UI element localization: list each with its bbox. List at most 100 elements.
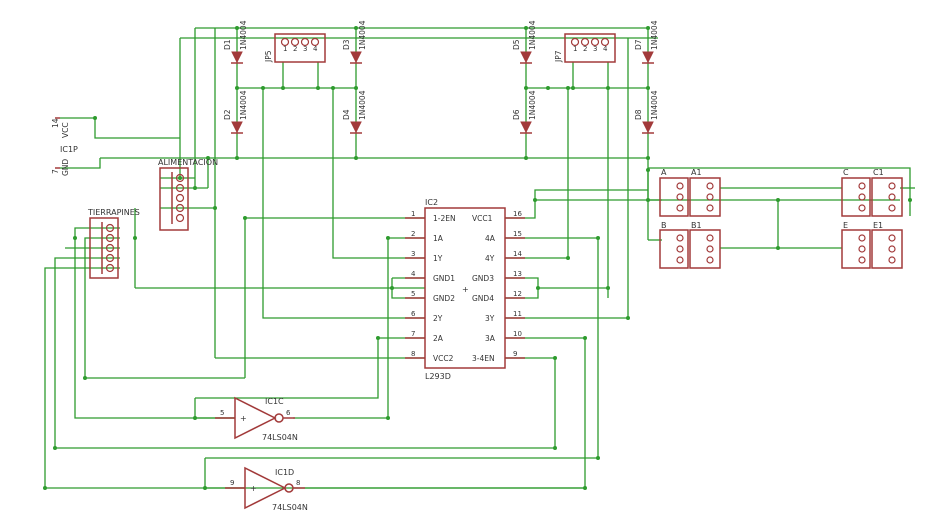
- jp5-pad-num: 1: [283, 45, 287, 53]
- ic2-pin-name: 4A: [485, 234, 496, 243]
- ic2-pin-num: 2: [411, 230, 415, 238]
- ic2-pin-num: 9: [513, 350, 517, 358]
- d3-name: D3: [342, 39, 351, 50]
- ic2-pin-num: 14: [513, 250, 522, 258]
- d4-name: D4: [342, 109, 351, 120]
- diode-d6: D6 1N4004: [512, 90, 537, 134]
- header-b-label: B: [661, 221, 667, 230]
- ic2-pin-num: 5: [411, 290, 415, 298]
- header-c1: C1: [871, 168, 903, 217]
- d8-value: 1N4004: [650, 90, 659, 120]
- ic1d-plus: +: [250, 484, 257, 493]
- header-e-label: E: [843, 221, 848, 230]
- ic2-pin-name: GND3: [472, 274, 494, 283]
- d6-value: 1N4004: [528, 90, 537, 120]
- ic2-pin-name: 2Y: [433, 314, 443, 323]
- diode-d8: D8 1N4004: [634, 90, 659, 134]
- diode-d1: D1 1N4004: [223, 20, 248, 64]
- ic2-pin-num: 8: [411, 350, 415, 358]
- ic2-pin-name: VCC2: [433, 354, 454, 363]
- inverter-ic1c: IC1C 74LS04N 5 6 +: [215, 396, 298, 442]
- header-e1-label: E1: [873, 221, 883, 230]
- d4-value: 1N4004: [358, 90, 367, 120]
- header-a-label: A: [661, 168, 667, 177]
- header-c-label: C: [843, 168, 849, 177]
- ic2-pin-num: 10: [513, 330, 522, 338]
- header-b: B: [659, 221, 689, 269]
- diode-d3: D3 1N4004: [342, 20, 367, 64]
- ic2-pin-name: 4Y: [485, 254, 495, 263]
- jp5-pad-num: 3: [303, 45, 307, 53]
- ic2-pin-name: GND4: [472, 294, 494, 303]
- wires: [44, 27, 915, 489]
- ic1c-out-pin: 6: [286, 409, 291, 417]
- ic2-pin-num: 15: [513, 230, 522, 238]
- header-a1: A1: [689, 168, 721, 217]
- d1-value: 1N4004: [239, 20, 248, 50]
- ic1d-in-pin: 9: [230, 479, 234, 487]
- ic1p-pin7: 7: [51, 169, 60, 174]
- ic2-l293d: IC2 L293D + 1 1-2EN 2 1A 3 1Y 4 GND1 5 G…: [405, 198, 525, 381]
- ic2-pin-num: 7: [411, 330, 415, 338]
- d2-value: 1N4004: [239, 90, 248, 120]
- jp7-label: JP7: [554, 50, 563, 63]
- jp7-pad-num: 4: [603, 45, 608, 53]
- header-b1: B1: [689, 221, 721, 269]
- d8-name: D8: [634, 109, 643, 120]
- ic1c-value: 74LS04N: [262, 433, 298, 442]
- d6-name: D6: [512, 109, 521, 120]
- ic2-pin-num: 16: [513, 210, 522, 218]
- diode-d4: D4 1N4004: [342, 90, 367, 134]
- ic2-pin-name: 3Y: [485, 314, 495, 323]
- diode-d5: D5 1N4004: [512, 20, 537, 64]
- jp7-pad-num: 3: [593, 45, 597, 53]
- d7-value: 1N4004: [650, 20, 659, 50]
- ic1p-name: IC1P: [60, 145, 78, 154]
- ic2-pin-num: 6: [411, 310, 416, 318]
- header-c: C: [841, 168, 871, 217]
- ic1c-in-pin: 5: [220, 409, 224, 417]
- d2-name: D2: [223, 109, 232, 120]
- ic1p-power: IC1P 14 VCC 7 GND: [51, 117, 78, 176]
- ic1p-gnd: GND: [61, 159, 70, 176]
- ic2-name: IC2: [425, 198, 438, 207]
- ic2-value: L293D: [425, 372, 451, 381]
- header-c1-label: C1: [873, 168, 884, 177]
- ic1p-vcc: VCC: [61, 122, 70, 138]
- d5-value: 1N4004: [528, 20, 537, 50]
- ic2-pin-num: 13: [513, 270, 522, 278]
- header-e: E: [841, 221, 871, 269]
- jp5-pad-num: 2: [293, 45, 297, 53]
- d7-name: D7: [634, 39, 643, 50]
- d5-name: D5: [512, 39, 521, 50]
- jp7-pad-num: 1: [573, 45, 577, 53]
- tierrapines-connector: TIERRAPINES: [87, 208, 140, 279]
- alimentacion-connector: ALIMENTACION: [158, 158, 218, 231]
- diode-d7: D7 1N4004: [634, 20, 659, 64]
- jp5-connector: 1 2 3 4 JP5: [264, 33, 326, 63]
- diode-d2: D2 1N4004: [223, 90, 248, 134]
- ic1d-out-pin: 8: [296, 479, 300, 487]
- ic2-pin-name: 3-4EN: [472, 354, 495, 363]
- jp5-pad-num: 4: [313, 45, 318, 53]
- ic1c-name: IC1C: [265, 397, 284, 406]
- ic2-pin-name: GND2: [433, 294, 455, 303]
- ic2-pin-num: 3: [411, 250, 415, 258]
- tierrapines-label: TIERRAPINES: [87, 208, 140, 217]
- ic2-pin-num: 12: [513, 290, 522, 298]
- ic2-pin-name: GND1: [433, 274, 455, 283]
- ic2-pin-name: VCC1: [472, 214, 493, 223]
- jp5-label: JP5: [264, 50, 273, 63]
- ic1d-name: IC1D: [275, 468, 294, 477]
- junctions: [43, 26, 912, 490]
- header-e1: E1: [871, 221, 903, 269]
- ic2-body: [424, 207, 506, 369]
- header-a: A: [659, 168, 689, 217]
- d1-name: D1: [223, 39, 232, 50]
- inverter-ic1d: IC1D 74LS04N 9 8 +: [225, 466, 308, 512]
- ic1d-value: 74LS04N: [272, 503, 308, 512]
- ic2-pin-name: 1-2EN: [433, 214, 456, 223]
- ic2-plus: +: [462, 285, 469, 294]
- ic2-pin-num: 1: [411, 210, 415, 218]
